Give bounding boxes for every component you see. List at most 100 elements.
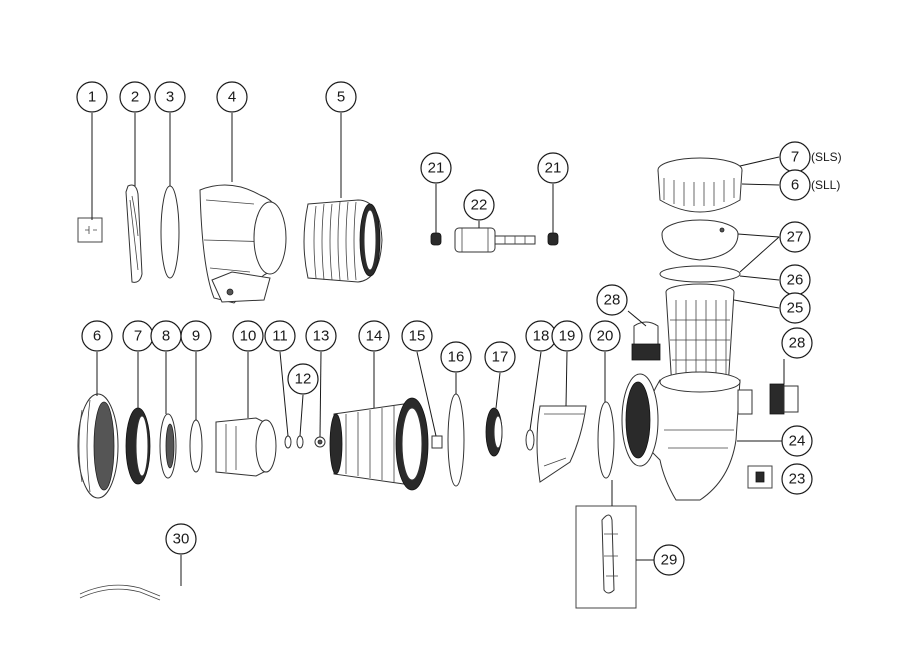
part-8-seal-plate bbox=[159, 413, 177, 479]
callout-12: 12 bbox=[287, 363, 319, 395]
part-28-drain-plug-right bbox=[769, 383, 799, 415]
callout-6-sll: 6 bbox=[779, 169, 811, 201]
callout-15: 15 bbox=[401, 320, 433, 352]
callout-25: 25 bbox=[779, 292, 811, 324]
part-14-diffuser bbox=[329, 397, 429, 491]
callout-8: 8 bbox=[150, 320, 182, 352]
callout-23: 23 bbox=[781, 463, 813, 495]
part-4-motor-housing bbox=[199, 184, 287, 304]
callout-9: 9 bbox=[180, 320, 212, 352]
callout-1: 1 bbox=[76, 81, 108, 113]
part-7-threaded-ring bbox=[125, 407, 151, 485]
callout-30: 30 bbox=[165, 523, 197, 555]
callout-3: 3 bbox=[154, 81, 186, 113]
leader-lines bbox=[91, 113, 785, 586]
part-2-cover bbox=[125, 184, 143, 283]
part-26-o-ring bbox=[659, 265, 741, 283]
svg-text:2: 2 bbox=[131, 89, 139, 106]
lid-ring bbox=[657, 157, 743, 213]
part-22-rotor-shaft bbox=[454, 227, 536, 253]
part-24-pump-body bbox=[621, 371, 753, 501]
svg-text:28: 28 bbox=[604, 292, 621, 309]
suffix-sll: (SLL) bbox=[811, 178, 840, 192]
callout-22: 22 bbox=[463, 189, 495, 221]
callout-21-left: 21 bbox=[420, 152, 452, 184]
svg-text:20: 20 bbox=[597, 328, 614, 345]
callout-7: 7 bbox=[122, 320, 154, 352]
svg-text:30: 30 bbox=[173, 531, 190, 548]
callout-28-right: 28 bbox=[781, 327, 813, 359]
svg-text:10: 10 bbox=[240, 328, 257, 345]
part-12-ring bbox=[296, 435, 304, 449]
callout-5: 5 bbox=[325, 81, 357, 113]
svg-text:28: 28 bbox=[789, 335, 806, 352]
callout-11: 11 bbox=[264, 320, 296, 352]
svg-text:25: 25 bbox=[787, 300, 804, 317]
svg-text:16: 16 bbox=[448, 349, 465, 366]
part-9-o-ring bbox=[189, 419, 203, 473]
svg-text:22: 22 bbox=[471, 197, 488, 214]
callout-18: 18 bbox=[525, 320, 557, 352]
callout-16: 16 bbox=[440, 341, 472, 373]
svg-text:21: 21 bbox=[428, 160, 445, 177]
svg-text:6: 6 bbox=[791, 177, 799, 194]
part-21-bearing-left bbox=[430, 232, 442, 246]
svg-text:7: 7 bbox=[134, 328, 142, 345]
svg-text:12: 12 bbox=[295, 371, 312, 388]
part-3-o-ring bbox=[160, 185, 180, 279]
callout-29: 29 bbox=[653, 544, 685, 576]
svg-text:29: 29 bbox=[661, 552, 678, 569]
callout-28-upper: 28 bbox=[596, 284, 628, 316]
svg-text:26: 26 bbox=[787, 272, 804, 289]
callout-13: 13 bbox=[305, 320, 337, 352]
svg-text:11: 11 bbox=[272, 328, 288, 345]
svg-text:1: 1 bbox=[88, 89, 96, 106]
callout-20: 20 bbox=[589, 320, 621, 352]
svg-text:14: 14 bbox=[366, 328, 383, 345]
part-15-boss bbox=[431, 435, 443, 449]
callout-17: 17 bbox=[484, 341, 516, 373]
part-10-adaptor bbox=[215, 417, 277, 477]
callout-24: 24 bbox=[781, 425, 813, 457]
svg-text:19: 19 bbox=[559, 328, 576, 345]
svg-text:13: 13 bbox=[313, 328, 330, 345]
callout-10: 10 bbox=[232, 320, 264, 352]
callout-19: 19 bbox=[551, 320, 583, 352]
svg-text:21: 21 bbox=[545, 160, 562, 177]
svg-text:27: 27 bbox=[787, 229, 804, 246]
callout-6: 6 bbox=[81, 320, 113, 352]
part-18-ring bbox=[525, 429, 535, 451]
svg-text:24: 24 bbox=[789, 433, 806, 450]
svg-text:23: 23 bbox=[789, 471, 806, 488]
part-11-ring bbox=[284, 435, 292, 449]
svg-text:5: 5 bbox=[337, 89, 345, 106]
svg-text:4: 4 bbox=[228, 89, 236, 106]
svg-text:9: 9 bbox=[192, 328, 200, 345]
svg-text:3: 3 bbox=[166, 89, 174, 106]
part-23-plug bbox=[747, 465, 773, 489]
part-5-motor-body bbox=[303, 199, 383, 283]
part-25-strainer-basket bbox=[665, 283, 735, 389]
part-16-o-ring bbox=[447, 393, 465, 487]
svg-text:18: 18 bbox=[533, 328, 550, 345]
part-6-union-nut bbox=[77, 393, 119, 499]
part-21-bearing-right bbox=[547, 232, 559, 246]
svg-text:7: 7 bbox=[791, 149, 799, 166]
svg-text:17: 17 bbox=[492, 349, 509, 366]
part-1-seal bbox=[77, 217, 103, 243]
callout-27: 27 bbox=[779, 221, 811, 253]
suffix-sls: (SLS) bbox=[811, 150, 842, 164]
callout-4: 4 bbox=[216, 81, 248, 113]
part-20-o-ring bbox=[597, 401, 615, 479]
part-29-detail-box bbox=[575, 505, 637, 609]
callout-7-sls: 7 bbox=[779, 141, 811, 173]
part-19-seal-housing bbox=[536, 405, 587, 483]
part-30-gasket-cord bbox=[79, 584, 161, 601]
svg-text:6: 6 bbox=[93, 328, 101, 345]
svg-text:8: 8 bbox=[162, 328, 170, 345]
part-27-lid bbox=[661, 219, 739, 261]
part-28-drain-plug-upper bbox=[631, 321, 661, 361]
callout-14: 14 bbox=[358, 320, 390, 352]
part-17-impeller bbox=[485, 407, 503, 457]
